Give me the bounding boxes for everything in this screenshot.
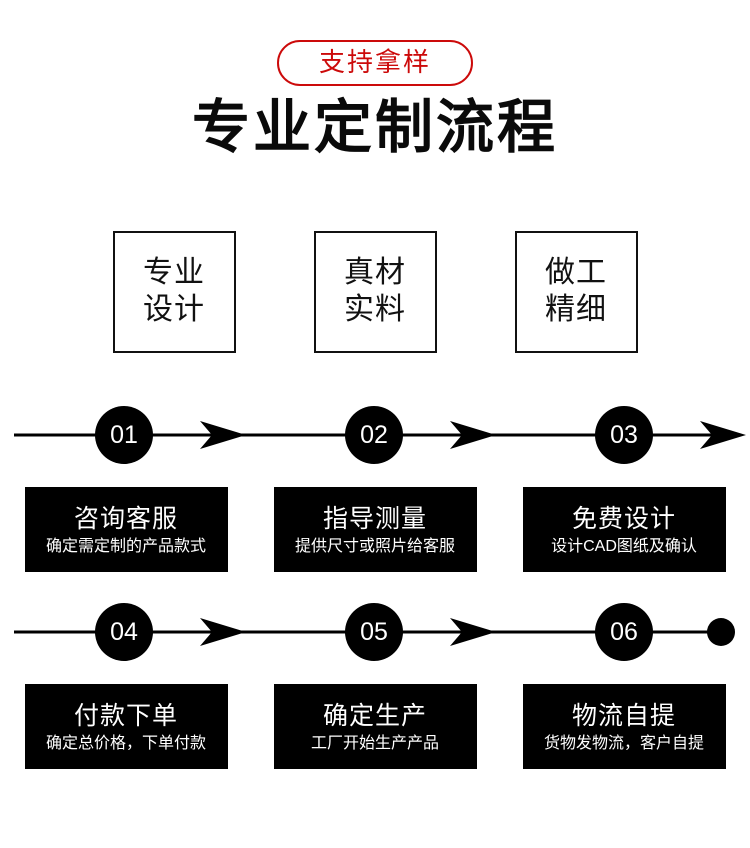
flow-end-dot-icon (707, 618, 735, 646)
step-box-confirm-production: 确定生产 工厂开始生产产品 (273, 684, 477, 769)
flow-track-second: 04 05 06 (14, 603, 735, 661)
step-title: 付款下单 (73, 701, 178, 730)
feature-box-group: 专业 设计 真材 实料 做工 精细 (0, 231, 750, 353)
step-description: 确定总价格，下单付款 (45, 734, 206, 752)
step-box-consult-service: 咨询客服 确定需定制的产品款式 (24, 487, 228, 572)
step-title: 指导测量 (322, 504, 427, 533)
arrow-head-icon (200, 618, 246, 646)
step-box-logistics-pickup: 物流自提 货物发物流，客户自提 (522, 684, 726, 769)
step-number-label: 01 (110, 421, 138, 449)
arrow-head-icon (450, 618, 496, 646)
step-circle-01 (95, 406, 153, 464)
step-number-label: 02 (360, 421, 388, 449)
badge-row: 支持拿样 (0, 40, 750, 86)
step-title: 确定生产 (322, 701, 427, 730)
step-box-payment-order: 付款下单 确定总价格，下单付款 (24, 684, 228, 769)
step-description: 货物发物流，客户自提 (543, 734, 704, 752)
step-circle-06 (595, 603, 653, 661)
page-title: 专业定制流程 (191, 95, 558, 160)
step-description: 工厂开始生产产品 (310, 734, 439, 752)
step-description: 提供尺寸或照片给客服 (294, 537, 455, 555)
step-number-label: 06 (610, 618, 638, 646)
feature-line-1: 真材 (344, 256, 406, 290)
step-title: 物流自提 (571, 701, 676, 730)
feature-box-genuine-materials: 真材 实料 (313, 231, 437, 353)
feature-box-professional-design: 专业 设计 (112, 231, 236, 353)
feature-line-1: 专业 (143, 256, 205, 290)
step-box-group-second: 付款下单 确定总价格，下单付款 确定生产 工厂开始生产产品 物流自提 货物发物流… (0, 684, 750, 769)
step-circle-04 (95, 603, 153, 661)
step-description: 设计CAD图纸及确认 (551, 537, 697, 555)
step-number-label: 03 (610, 421, 638, 449)
step-box-free-design: 免费设计 设计CAD图纸及确认 (522, 487, 726, 572)
sample-support-badge: 支持拿样 (276, 40, 473, 86)
feature-box-fine-workmanship: 做工 精细 (514, 231, 638, 353)
feature-line-2: 精细 (545, 293, 607, 326)
step-circle-02 (345, 406, 403, 464)
feature-line-1: 做工 (545, 256, 607, 290)
arrow-head-icon (200, 421, 246, 449)
arrow-head-icon (450, 421, 496, 449)
step-number-label: 04 (110, 618, 138, 646)
step-title: 免费设计 (571, 504, 676, 533)
step-number-label: 05 (360, 618, 388, 646)
feature-line-2: 实料 (344, 293, 406, 326)
arrow-head-icon (700, 421, 746, 449)
step-description: 确定需定制的产品款式 (45, 537, 206, 555)
step-box-guided-measurement: 指导测量 提供尺寸或照片给客服 (273, 487, 477, 572)
flow-row-first: 01 02 03 咨询客服 确定需定制的产品款式 指导测量 提供尺寸或照片给客服… (0, 405, 750, 572)
step-circle-03 (595, 406, 653, 464)
step-box-group-first: 咨询客服 确定需定制的产品款式 指导测量 提供尺寸或照片给客服 免费设计 设计C… (0, 487, 750, 572)
step-title: 咨询客服 (73, 504, 178, 533)
flow-row-second: 04 05 06 付款下单 确定总价格，下单付款 确定生产 工厂开始生产产品 物… (0, 602, 750, 769)
step-circle-05 (345, 603, 403, 661)
feature-line-2: 设计 (143, 293, 205, 326)
flow-track-first: 01 02 03 (14, 406, 746, 464)
